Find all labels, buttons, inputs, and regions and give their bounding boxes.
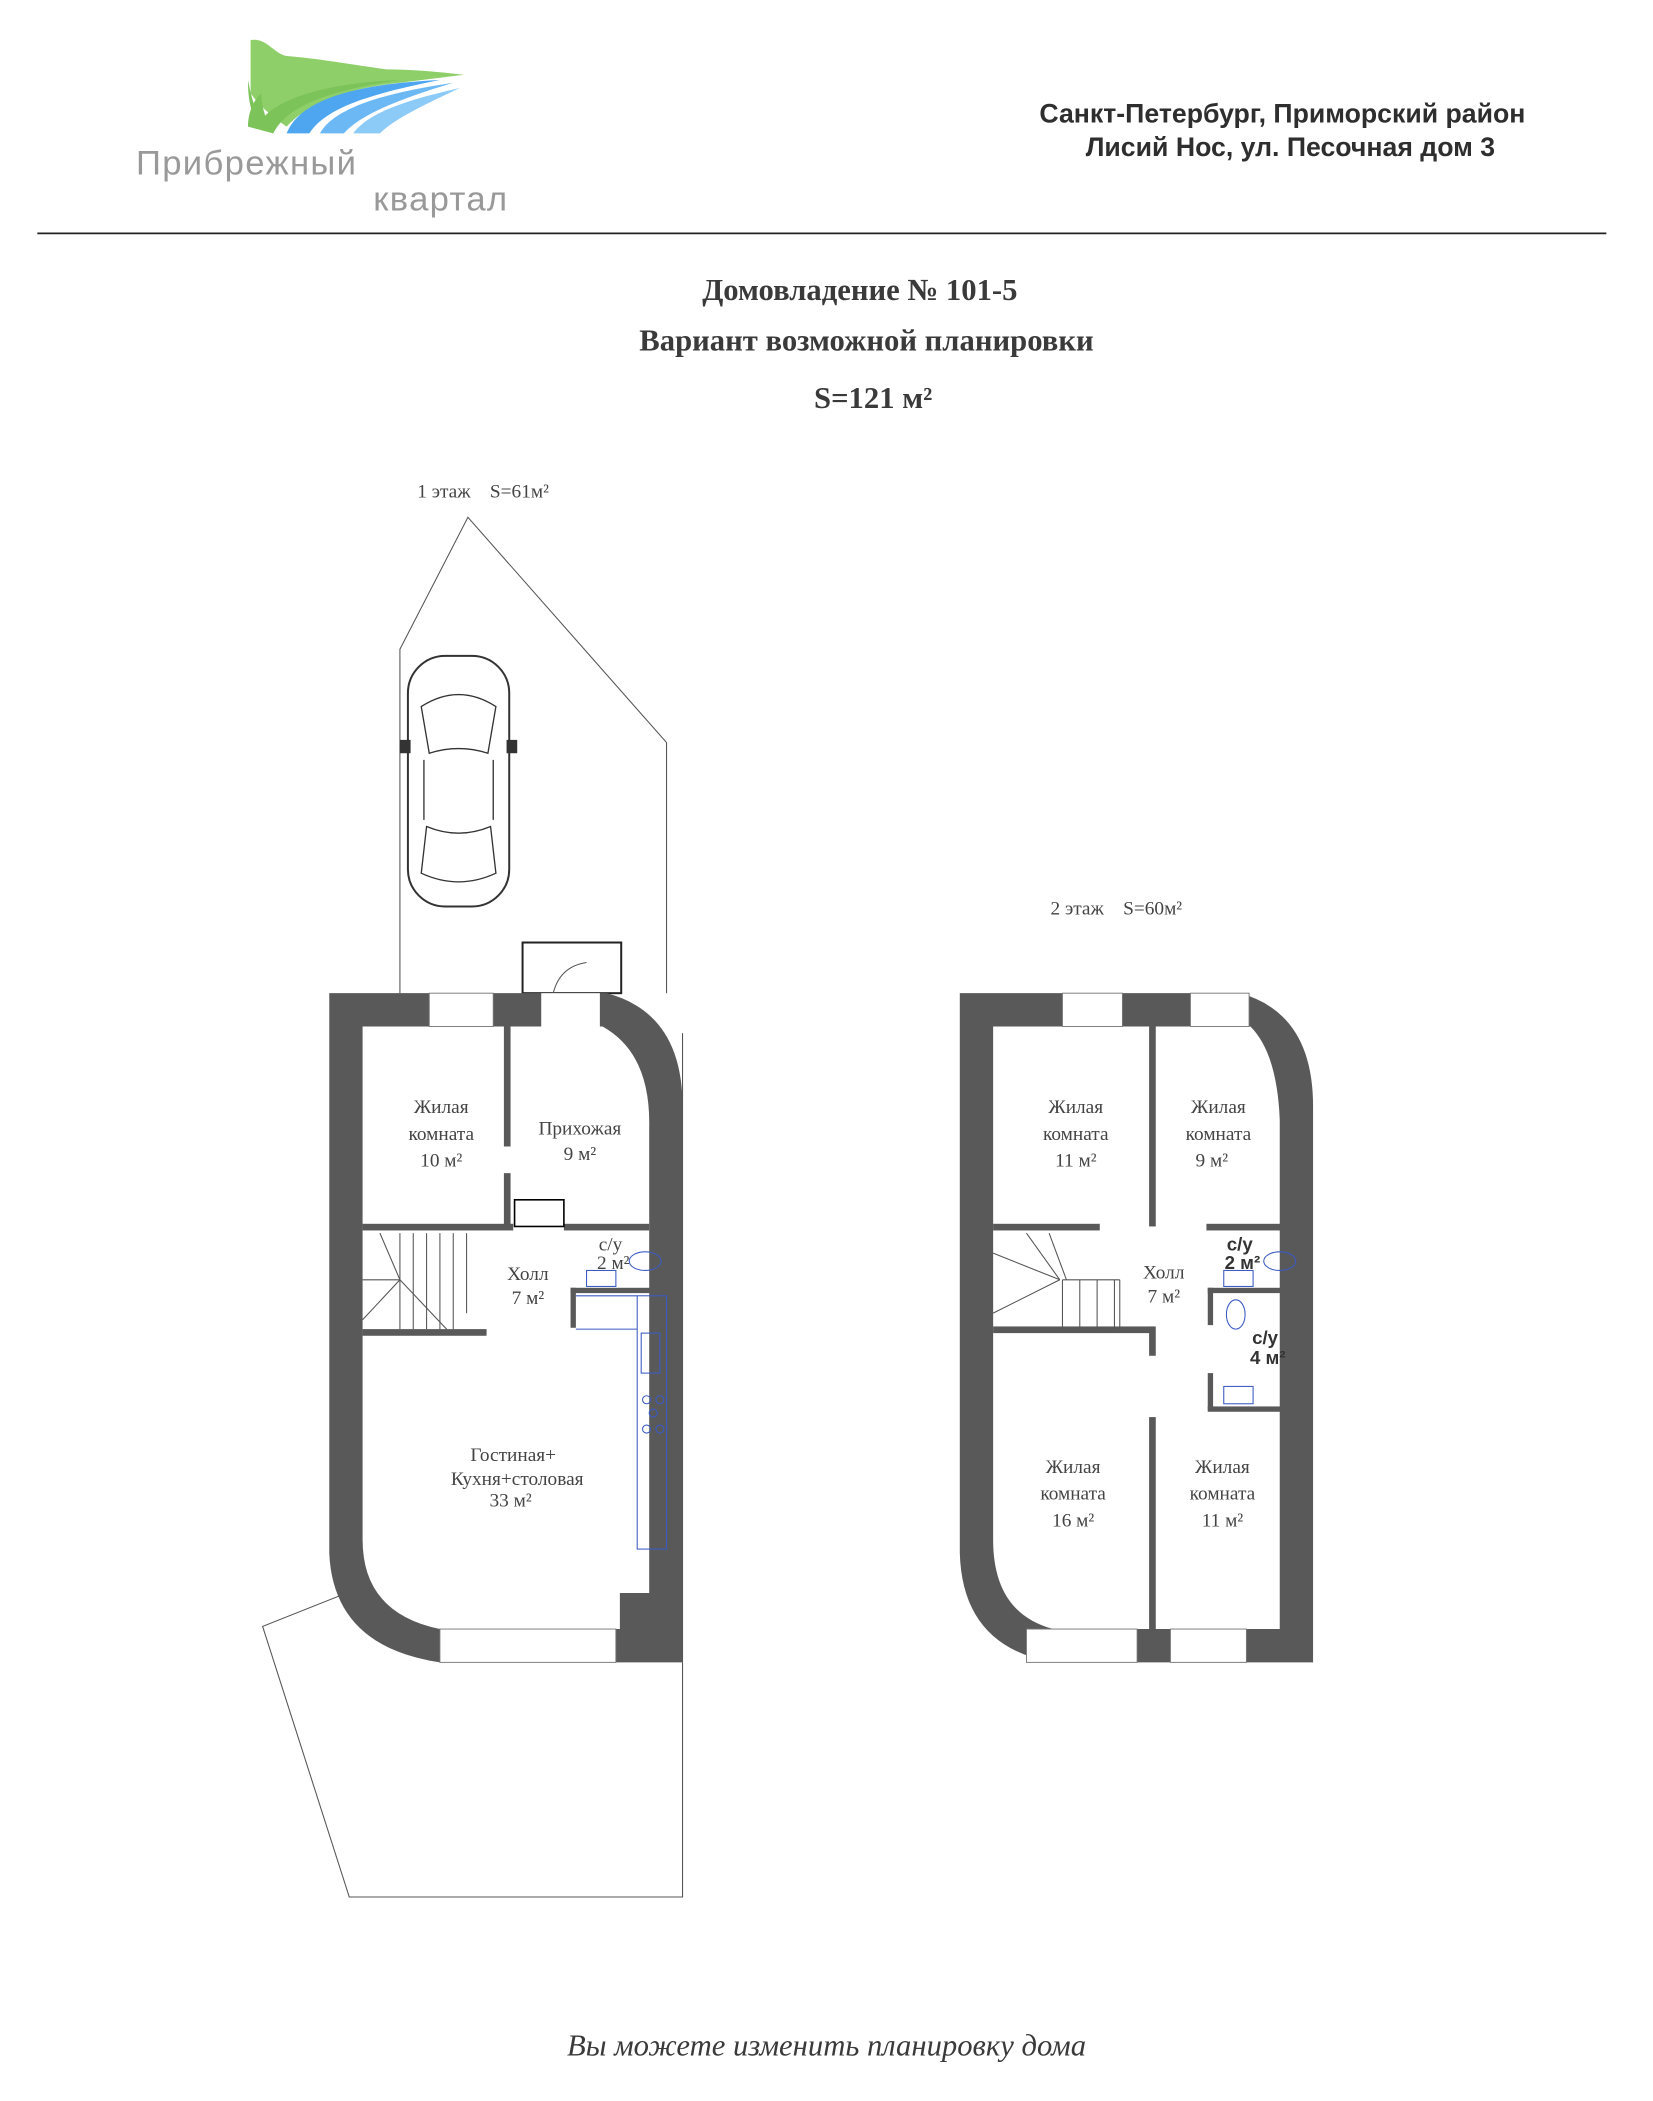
title-layout-variant: Вариант возможной планировки bbox=[639, 324, 1093, 358]
window bbox=[1189, 992, 1250, 1027]
entrance-doorway bbox=[541, 993, 600, 1027]
window bbox=[1061, 992, 1123, 1027]
address-line2: Лисий Нос, ул. Песочная дом 3 bbox=[1086, 132, 1495, 162]
porch bbox=[521, 941, 623, 995]
window bbox=[428, 992, 494, 1027]
bathroom-fixtures bbox=[1223, 1251, 1297, 1405]
logo: Прибрежный квартал bbox=[136, 39, 508, 219]
floor2-caption: 2 этаж S=60м² bbox=[1050, 899, 1182, 920]
title-total-area: S=121 м² bbox=[814, 381, 932, 415]
site-outline-top bbox=[399, 516, 668, 994]
window bbox=[1025, 1628, 1138, 1663]
title-house-number: Домовладение № 101-5 bbox=[702, 273, 1017, 307]
window bbox=[439, 1628, 617, 1663]
staircase bbox=[362, 1232, 468, 1330]
logo-text-line1: Прибрежный bbox=[136, 145, 357, 183]
logo-text-line2: квартал bbox=[373, 181, 508, 219]
floor1-caption: 1 этаж S=61м² bbox=[417, 481, 549, 502]
car-icon bbox=[399, 654, 518, 908]
entrance-door bbox=[552, 961, 587, 994]
floor-plan-1: 1 этаж S=61м² bbox=[261, 481, 684, 1898]
bathroom-fixtures bbox=[575, 1251, 668, 1550]
address-line1: Санкт-Петербург, Приморский район bbox=[1039, 99, 1525, 129]
window bbox=[1169, 1628, 1247, 1663]
entrance-steps bbox=[513, 1199, 565, 1228]
staircase bbox=[992, 1232, 1121, 1330]
footer-note: Вы можете изменить планировку дома bbox=[567, 2029, 1086, 2063]
